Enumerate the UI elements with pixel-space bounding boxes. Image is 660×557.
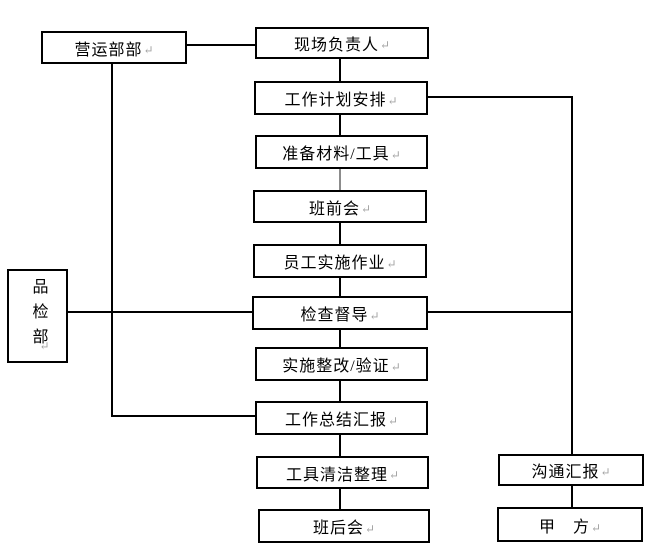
- return-mark-icon: ↵: [39, 339, 50, 353]
- node-quality-dept: 品检部↵: [7, 269, 68, 363]
- return-mark-icon: ↵: [387, 94, 398, 108]
- node-quality-dept-label: 品检部: [29, 278, 47, 353]
- node-post-shift-meeting: 班后会↵: [258, 509, 430, 543]
- return-mark-icon: ↵: [590, 521, 602, 535]
- node-operations-dept: 营运部部↵: [41, 31, 187, 64]
- node-communication-report-label: 沟通汇报: [531, 464, 600, 481]
- return-mark-icon: ↵: [360, 202, 372, 216]
- return-mark-icon: ↵: [390, 360, 401, 374]
- node-work-summary-label: 工作总结汇报: [284, 412, 387, 429]
- connector-tool-cleanup-to-postshift: [339, 489, 341, 509]
- node-work-plan-label: 工作计划安排: [284, 92, 387, 109]
- node-work-summary: 工作总结汇报↵: [255, 401, 428, 435]
- return-mark-icon: ↵: [364, 522, 376, 536]
- connector-inspection-to-rectify: [339, 330, 341, 347]
- return-mark-icon: ↵: [387, 414, 399, 428]
- return-mark-icon: ↵: [143, 43, 154, 57]
- connector-right-down-to-comm-report: [571, 96, 573, 454]
- connector-comm-report-to-party-a: [571, 486, 573, 507]
- node-pre-shift-meeting: 班前会↵: [253, 190, 427, 223]
- return-mark-icon: ↵: [600, 465, 611, 479]
- node-inspection: 检查督导↵: [252, 296, 428, 330]
- connector-operations-to-work-summary: [111, 415, 255, 417]
- node-pre-shift-meeting-label: 班前会: [308, 200, 360, 218]
- return-mark-icon: ↵: [379, 38, 391, 52]
- node-rectify-verify: 实施整改/验证↵: [255, 347, 428, 381]
- connector-work-plan-to-prepare: [339, 115, 341, 135]
- return-mark-icon: ↵: [388, 468, 400, 482]
- node-work-plan: 工作计划安排↵: [254, 81, 428, 115]
- node-staff-work: 员工实施作业↵: [253, 244, 427, 278]
- return-mark-icon: ↵: [386, 257, 397, 271]
- return-mark-icon: ↵: [369, 309, 380, 323]
- node-operations-dept-label: 营运部部: [74, 41, 143, 59]
- return-mark-icon: ↵: [390, 148, 401, 162]
- connector-site-manager-to-work-plan: [339, 59, 341, 81]
- node-tool-cleanup-label: 工具清洁整理: [285, 466, 388, 484]
- node-staff-work-label: 员工实施作业: [283, 255, 386, 272]
- connector-preshift-to-staff-work: [339, 223, 341, 244]
- connector-operations-down: [111, 64, 113, 417]
- connector-staff-work-to-inspection: [339, 278, 341, 296]
- node-party-a-label: 甲 方: [538, 518, 590, 536]
- node-communication-report: 沟通汇报↵: [498, 454, 644, 486]
- connector-summary-to-tool-cleanup: [339, 435, 341, 456]
- connector-prepare-to-preshift: [339, 169, 341, 190]
- node-party-a: 甲 方↵: [497, 507, 643, 542]
- connector-work-plan-right: [428, 96, 573, 98]
- connector-operations-to-site-manager: [187, 44, 255, 46]
- node-site-manager-label: 现场负责人: [293, 37, 379, 54]
- node-site-manager: 现场负责人↵: [255, 27, 429, 59]
- node-post-shift-meeting-label: 班后会: [312, 520, 364, 537]
- node-rectify-verify-label: 实施整改/验证: [282, 358, 390, 375]
- node-prepare-materials-label: 准备材料/工具: [282, 146, 390, 163]
- node-prepare-materials: 准备材料/工具↵: [255, 135, 428, 169]
- node-inspection-label: 检查督导: [300, 307, 369, 324]
- node-tool-cleanup: 工具清洁整理↵: [256, 456, 429, 489]
- connector-inspection-right: [428, 311, 572, 313]
- connector-quality-to-inspection: [68, 311, 252, 313]
- connector-rectify-to-summary: [339, 381, 341, 401]
